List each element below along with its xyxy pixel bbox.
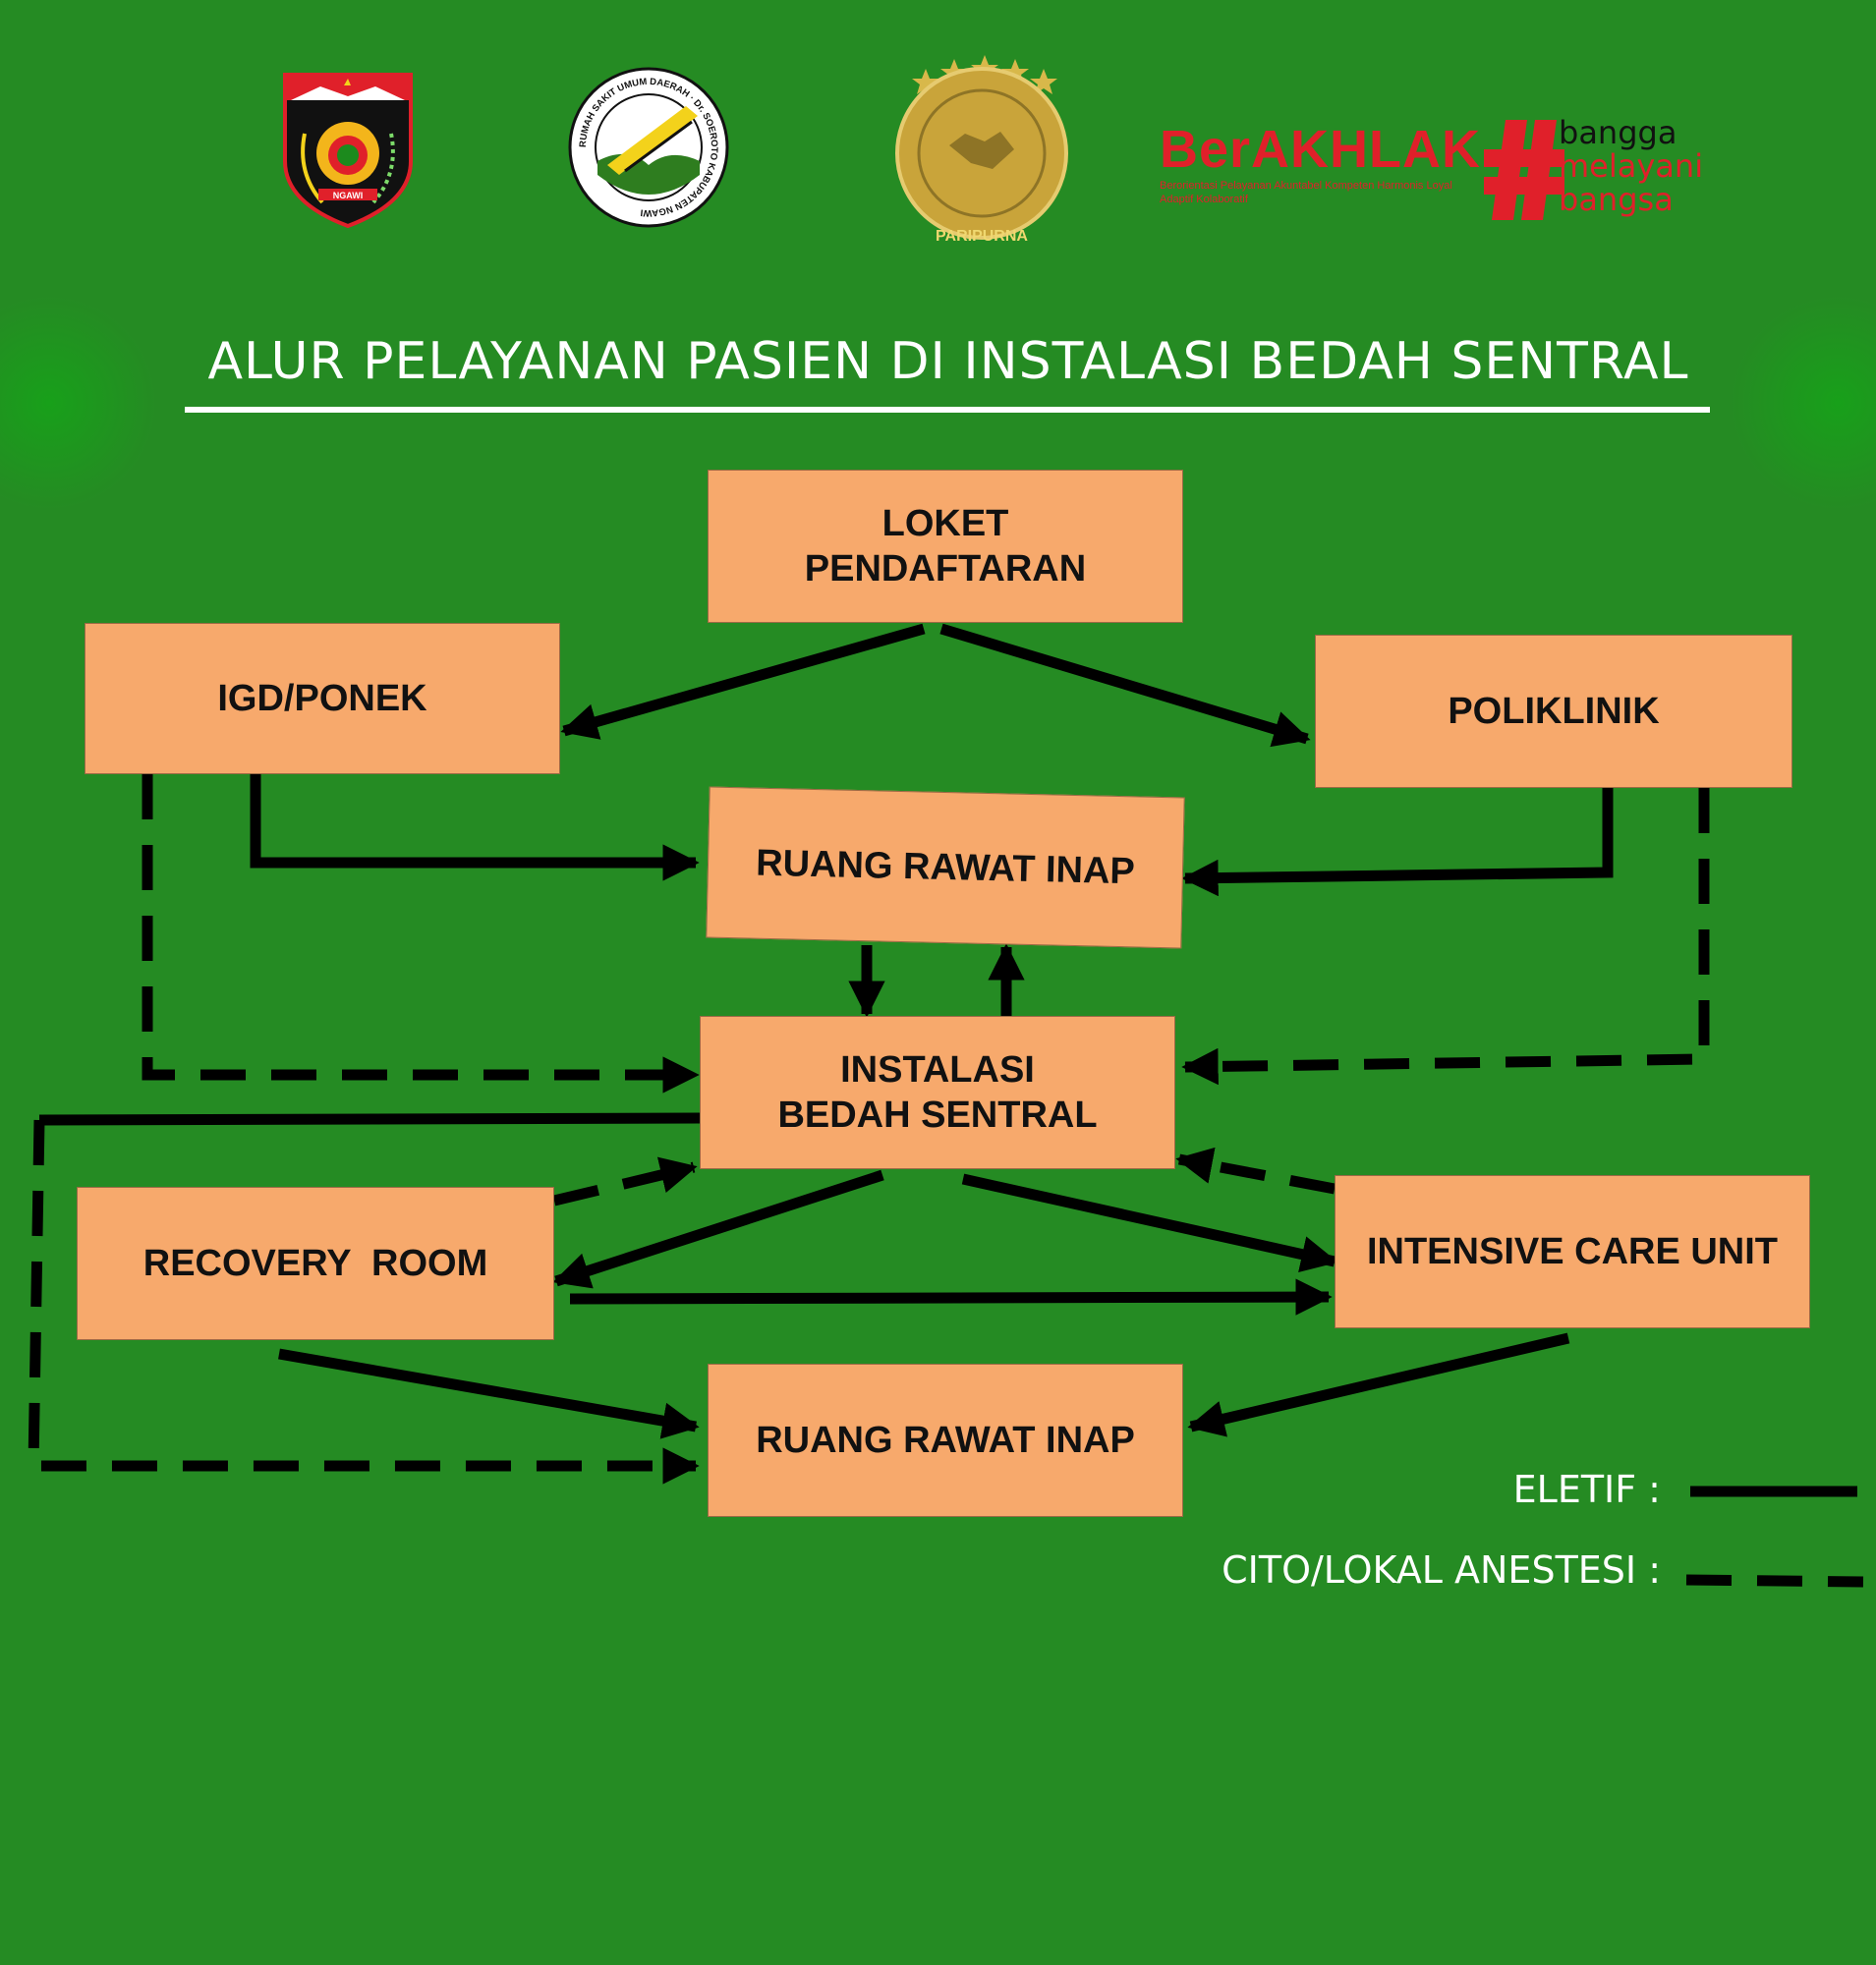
arrow-ibs-to-icu — [961, 1173, 1338, 1272]
node-ruang-rawat-inap-top: RUANG RAWAT INAP — [706, 786, 1185, 949]
legend-elective-label: ELETIF : — [1512, 1468, 1661, 1511]
node-poliklinik: POLIKLINIK — [1315, 635, 1792, 788]
node-rawat-inap-top-label: RUANG RAWAT INAP — [755, 842, 1136, 893]
berakhlak-wordmark: BerAKHLAK — [1160, 120, 1482, 179]
ngawi-banner-text: NGAWI — [333, 191, 364, 200]
arrow-recovery-to-icu — [569, 1278, 1333, 1316]
node-igd-ponek: IGD/PONEK — [85, 623, 560, 774]
arrow-ibs-to-recovery — [552, 1169, 884, 1289]
node-poliklinik-label: POLIKLINIK — [1448, 691, 1660, 732]
node-loket-label: LOKET PENDAFTARAN — [804, 503, 1087, 590]
berakhlak-logo: BerAKHLAK Berorientasi Pelayanan Akuntab… — [1160, 120, 1484, 234]
legend-dashed-sample — [1685, 1574, 1864, 1588]
melayani-text: melayani — [1559, 147, 1704, 185]
node-recovery-room: RECOVERY ROOM — [77, 1187, 554, 1340]
title-underline — [185, 407, 1710, 413]
page-title: ALUR PELAYANAN PASIEN DI INSTALASI BEDAH… — [207, 332, 1689, 391]
arrow-icu-to-rawat-inap-bottom — [1187, 1332, 1570, 1437]
arrow-ibs-to-rawat-inap-bottom-cito — [28, 1119, 700, 1485]
arrow-recovery-to-ibs-cito — [552, 1156, 698, 1207]
arrow-poliklinik-to-ibs-cito — [1181, 788, 1710, 1086]
kars-accreditation-logo — [890, 51, 1073, 248]
rsud-soeroto-logo: RUMAH SAKIT UMUM DAERAH · Dr. SOEROTO KA… — [568, 67, 729, 228]
node-ruang-rawat-inap-bottom: RUANG RAWAT INAP — [708, 1364, 1183, 1517]
node-icu-label: INTENSIVE CARE UNIT — [1366, 1231, 1779, 1272]
arrow-recovery-to-rawat-inap-bottom — [278, 1348, 700, 1439]
arrow-icu-to-ibs-cito — [1175, 1147, 1336, 1195]
arrow-loket-to-poliklinik — [939, 623, 1311, 748]
node-igd-label: IGD/PONEK — [217, 678, 427, 719]
bangga-melayani-bangsa-logo: bangga melayani bangsa — [1484, 116, 1730, 234]
arrow-igd-to-ibs-cito — [142, 774, 700, 1094]
line-ibs-left-connector — [38, 1112, 701, 1126]
arrow-loket-to-igd — [560, 623, 926, 740]
node-rawat-inap-bottom-label: RUANG RAWAT INAP — [756, 1420, 1135, 1461]
bangsa-text: bangsa — [1559, 181, 1674, 218]
bangga-text: bangga — [1559, 114, 1677, 151]
arrow-poliklinik-to-rawat-inap — [1181, 788, 1614, 897]
node-loket-pendaftaran: LOKET PENDAFTARAN — [708, 470, 1183, 623]
legend-cito-label: CITO/LOKAL ANESTESI : — [1222, 1548, 1661, 1592]
node-intensive-care-unit: INTENSIVE CARE UNIT — [1335, 1175, 1810, 1328]
arrow-igd-to-rawat-inap — [250, 774, 700, 881]
berakhlak-subtext: Berorientasi Pelayanan Akuntabel Kompete… — [1160, 180, 1452, 205]
node-recovery-label: RECOVERY ROOM — [142, 1243, 488, 1284]
node-instalasi-bedah-sentral: INSTALASI BEDAH SENTRAL — [700, 1016, 1175, 1169]
ngawi-regency-logo: NGAWI — [281, 65, 415, 230]
node-ibs-label: INSTALASI BEDAH SENTRAL — [777, 1049, 1098, 1136]
accreditation-label: PARIPURNA — [936, 228, 1028, 245]
